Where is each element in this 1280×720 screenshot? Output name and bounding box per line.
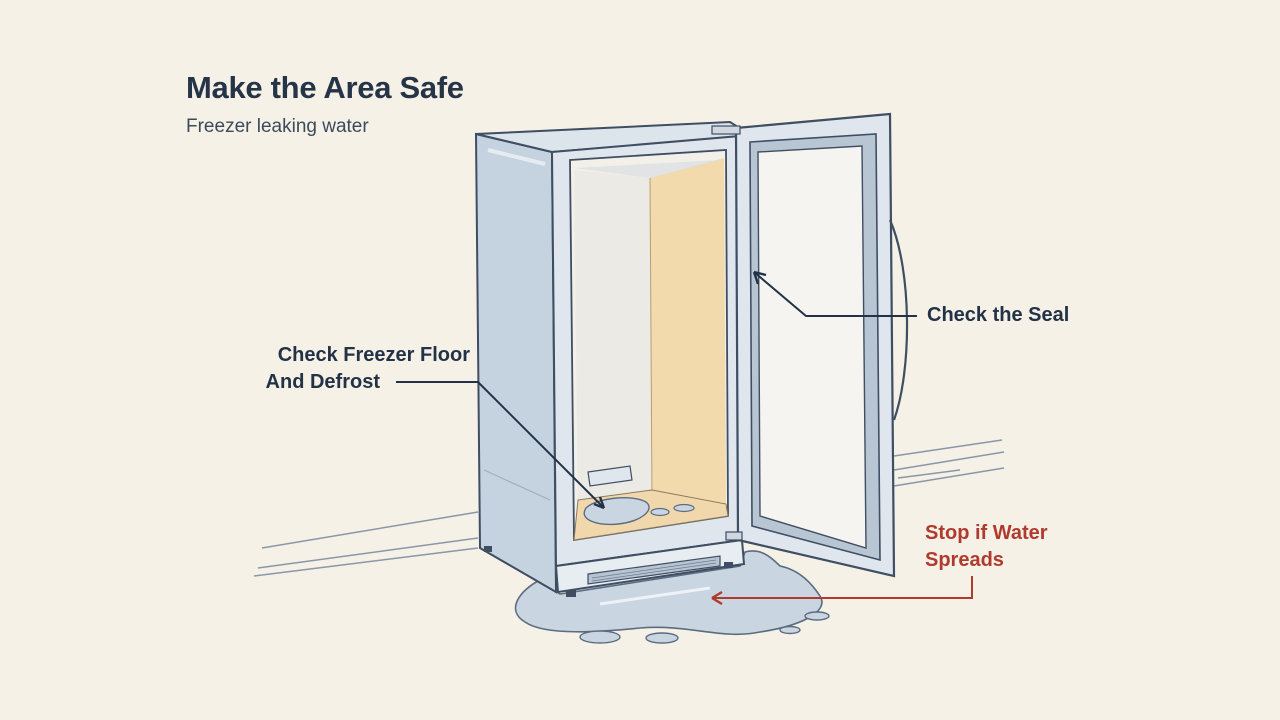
leader-water: [711, 576, 973, 606]
baseboard-left: [253, 511, 479, 577]
leader-floor: [396, 381, 606, 510]
freezer-base: [484, 538, 746, 597]
freezer-side-panel: [474, 132, 558, 594]
water-puddle: [514, 550, 830, 644]
callout-floor-line1: Check Freezer Floor: [277, 344, 470, 366]
callout-stop-water: Stop if Water Spreads: [925, 520, 1048, 574]
callout-check-seal: Check the Seal: [927, 304, 1070, 326]
callout-water-line2: Spreads: [925, 549, 1004, 571]
callout-water-line1: Stop if Water: [925, 522, 1048, 544]
freezer-front-frame: [550, 134, 744, 568]
baseboard-right: [893, 439, 1005, 487]
leader-seal: [752, 270, 917, 317]
callout-floor-line2: And Defrost: [265, 371, 380, 393]
freezer-door: [711, 112, 909, 578]
page-subtitle: Freezer leaking water: [186, 116, 369, 137]
callout-check-floor: Check Freezer Floor And Defrost: [200, 342, 470, 396]
page-title: Make the Area Safe: [186, 70, 464, 105]
